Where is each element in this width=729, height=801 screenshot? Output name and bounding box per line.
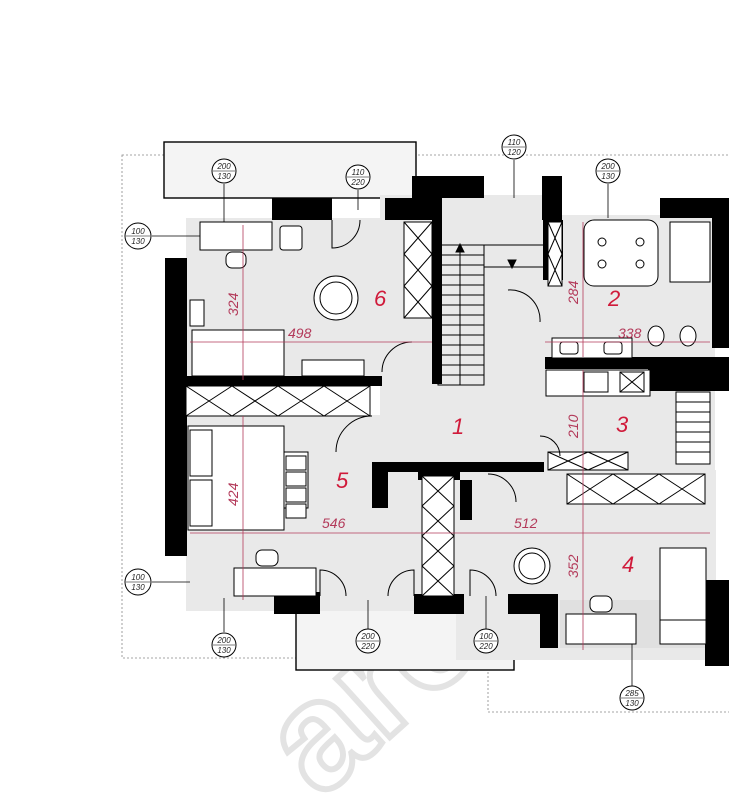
opening-leaders	[152, 160, 633, 690]
svg-text:100: 100	[479, 632, 493, 641]
svg-text:130: 130	[131, 583, 145, 592]
bed-room6	[191, 329, 285, 377]
desk-room4	[565, 613, 637, 645]
svg-text:200: 200	[600, 162, 615, 171]
desk-room6	[199, 221, 273, 251]
room-label-5: 5	[336, 468, 349, 493]
wardrobes	[185, 221, 706, 597]
opening-marker-window-left-upper: 100 130	[124, 222, 152, 250]
svg-text:100: 100	[131, 573, 145, 582]
svg-text:130: 130	[217, 172, 231, 181]
room-label-4: 4	[622, 552, 634, 577]
svg-text:200: 200	[216, 636, 231, 645]
toilet-1	[647, 325, 665, 347]
svg-text:130: 130	[217, 646, 231, 655]
opening-marker-door-room6: 110 220	[345, 164, 371, 190]
room-label-2: 2	[607, 286, 620, 311]
shower	[669, 221, 711, 283]
walls	[165, 176, 729, 666]
svg-text:110: 110	[352, 168, 365, 177]
dim-room5-height: 424	[225, 482, 241, 506]
svg-text:220: 220	[360, 642, 375, 651]
dim-room4-height: 352	[565, 554, 581, 578]
dim-room4-width: 512	[514, 515, 538, 531]
opening-marker-door-balcony: 200 220	[355, 628, 381, 654]
room-label-3: 3	[616, 412, 629, 437]
opening-marker-window-left-lower: 100 130	[124, 568, 152, 596]
toilet-2	[679, 325, 697, 347]
dim-room2-width: 338	[618, 325, 642, 341]
svg-text:200: 200	[216, 162, 231, 171]
opening-marker-window-top-center: 110 120	[501, 134, 527, 160]
dim-room3-height: 210	[565, 414, 581, 439]
svg-text:120: 120	[507, 148, 521, 157]
room-label-6: 6	[374, 286, 387, 311]
dim-room2-height: 284	[565, 280, 581, 305]
svg-text:130: 130	[625, 699, 639, 708]
opening-marker-window-bottom-left: 200 130	[211, 632, 237, 658]
bed-room4	[659, 547, 707, 621]
bathtub	[583, 219, 659, 287]
svg-text:220: 220	[350, 178, 365, 187]
dimension-lines	[190, 222, 710, 650]
door-swings	[319, 219, 561, 597]
furniture	[187, 219, 711, 645]
dim-room6-width: 498	[288, 325, 312, 341]
staircase	[437, 242, 545, 386]
svg-text:220: 220	[478, 642, 493, 651]
desk-room5	[233, 567, 317, 597]
svg-text:130: 130	[601, 172, 615, 181]
dim-room6-height: 324	[225, 292, 241, 316]
opening-marker-window-top-left: 200 130	[211, 158, 237, 184]
dim-room5-width: 546	[322, 515, 346, 531]
opening-marker-window-room2: 200 130	[595, 158, 621, 184]
opening-marker-window-room4: 285 130	[619, 685, 645, 711]
opening-marker-door-bottom: 100 220	[473, 628, 499, 654]
svg-text:100: 100	[131, 227, 145, 236]
svg-text:285: 285	[624, 689, 639, 698]
svg-text:130: 130	[131, 237, 145, 246]
svg-text:200: 200	[360, 632, 375, 641]
room-label-1: 1	[452, 414, 464, 439]
svg-text:110: 110	[508, 138, 521, 147]
